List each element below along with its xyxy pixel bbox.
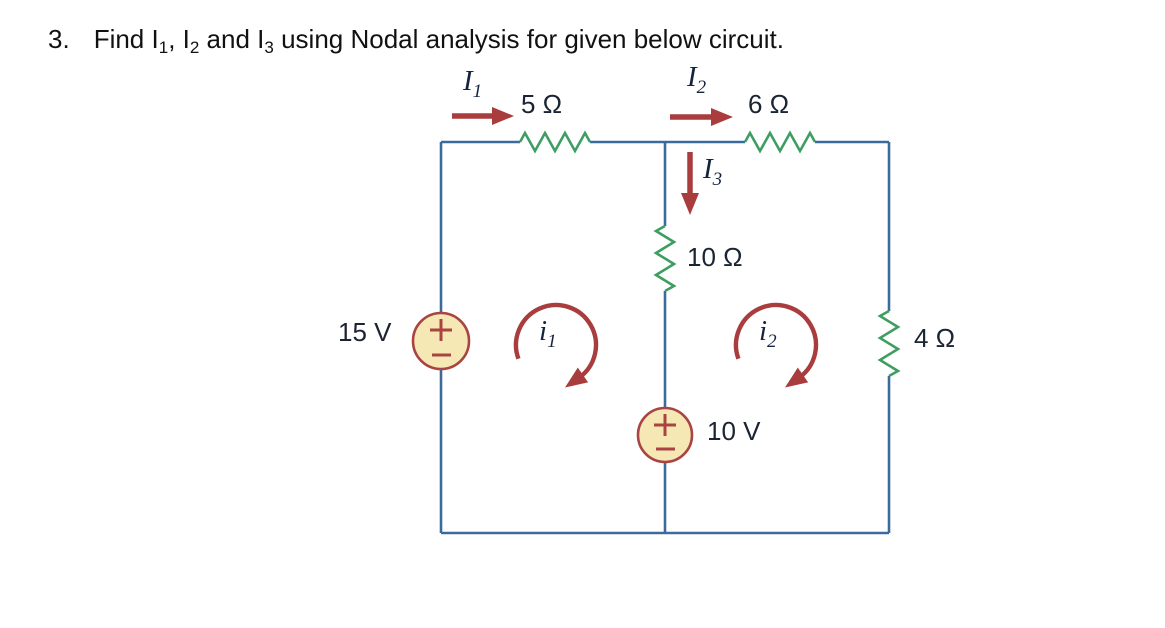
problem-title: 3. Find I1, I2 and I3 using Nodal analysi… bbox=[48, 24, 784, 57]
label-current-I3: I3 bbox=[703, 153, 723, 190]
problem-text-part: , I bbox=[168, 24, 190, 54]
mesh-current-arcs bbox=[513, 302, 819, 388]
problem-text-subscript: 2 bbox=[189, 38, 200, 57]
mesh-current-arc-i1 bbox=[513, 302, 599, 388]
problem-text-subscript: 3 bbox=[264, 38, 274, 57]
label-resistor-10ohm: 10 Ω bbox=[687, 242, 743, 272]
mesh-current-arc-i2 bbox=[733, 302, 819, 388]
problem-number: 3. bbox=[48, 24, 70, 54]
resistor-5ohm-symbol bbox=[518, 130, 592, 154]
resistor-4ohm-symbol bbox=[877, 309, 901, 378]
label-resistor-5ohm: 5 Ω bbox=[521, 89, 563, 119]
label-resistor-4ohm: 4 Ω bbox=[914, 323, 956, 353]
label-mesh-current-i1: i1 bbox=[539, 315, 557, 352]
label-resistor-6ohm: 6 Ω bbox=[748, 89, 790, 119]
voltage-source-15v bbox=[411, 311, 471, 371]
label-mesh-current-i2: i2 bbox=[759, 315, 777, 352]
wire-network bbox=[439, 140, 891, 535]
resistor-6ohm-symbol bbox=[743, 130, 817, 154]
problem-text-part: Find I bbox=[93, 24, 159, 54]
plus-icon bbox=[654, 414, 676, 436]
label-source-10v: 10 V bbox=[707, 416, 761, 446]
label-current-I2: I2 bbox=[687, 61, 707, 98]
label-source-15v: 15 V bbox=[338, 317, 392, 347]
problem-text-part: and I bbox=[199, 24, 265, 54]
branch-current-arrows bbox=[452, 107, 733, 215]
resistor-10ohm-symbol bbox=[653, 224, 677, 293]
voltage-source-10v bbox=[636, 406, 694, 464]
plus-icon bbox=[430, 319, 452, 341]
problem-text-part: using Nodal analysis for given below cir… bbox=[273, 24, 784, 54]
label-current-I1: I1 bbox=[463, 65, 483, 102]
resistor-symbols bbox=[518, 130, 901, 378]
problem-text-subscript: 1 bbox=[158, 38, 169, 57]
